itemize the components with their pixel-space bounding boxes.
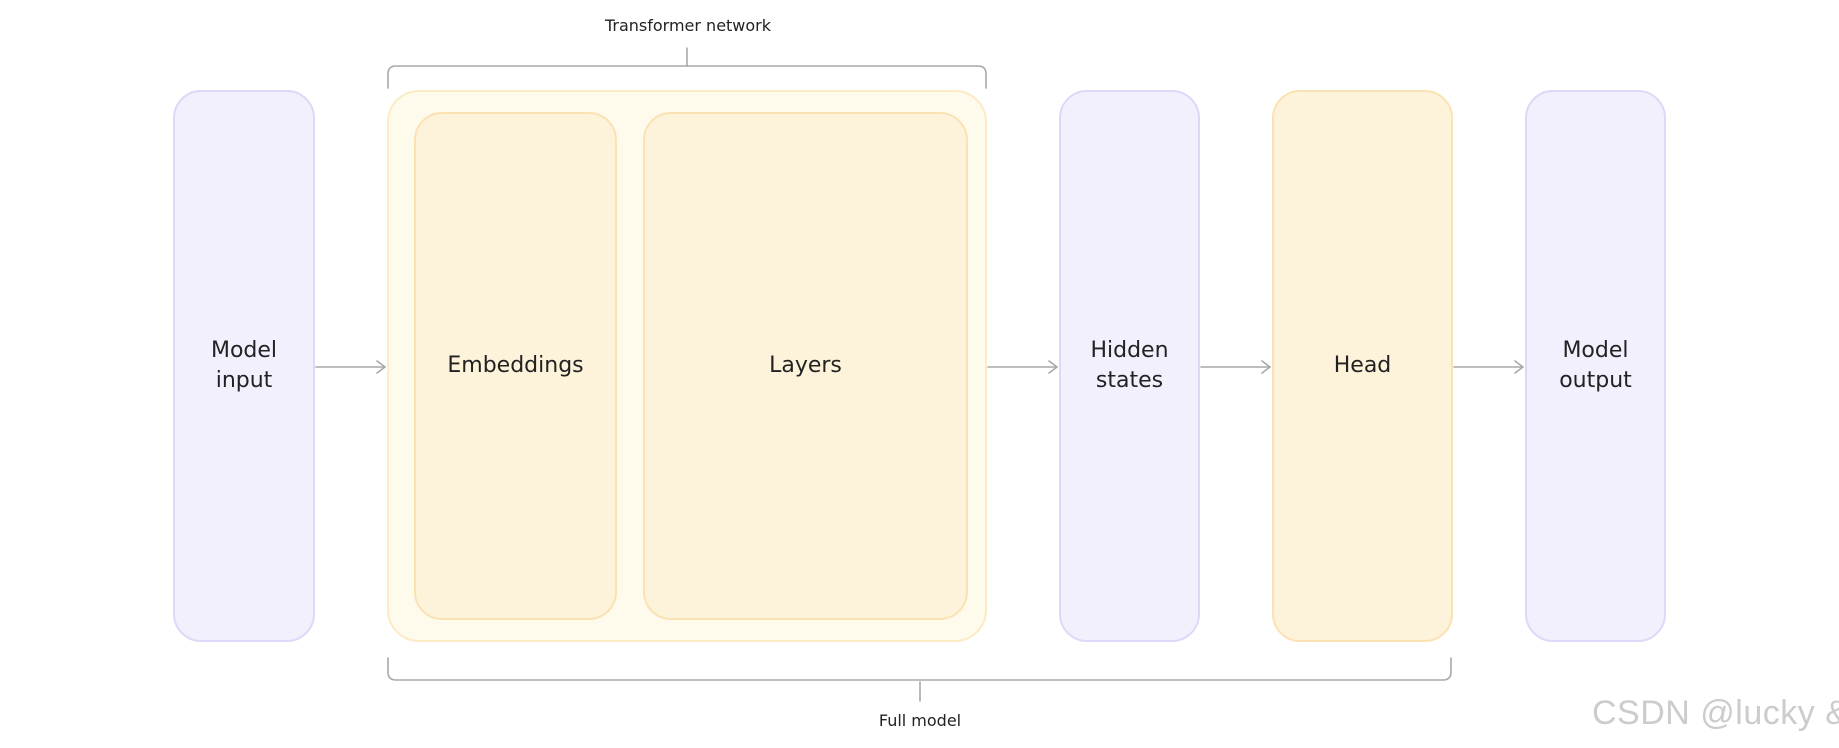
arrow-input-to-transformer-head [376,360,386,374]
hidden-states-box: Hidden states [1059,90,1200,642]
arrow-head-to-output-head [1514,360,1524,374]
embeddings-box: Embeddings [414,112,617,620]
head-label: Head [1333,353,1392,378]
layers-label: Layers [769,353,842,378]
embeddings-label: Embeddings [447,353,584,378]
full-model-label: Full model [878,711,962,730]
arrow-hidden-to-head-head [1261,360,1271,374]
model-input-box: Model input [173,90,315,642]
arrow-transformer-to-hidden-head [1048,360,1058,374]
model-output-box: Model output [1525,90,1666,642]
transformer-network-label: Transformer network [604,16,772,35]
layers-box: Layers [643,112,968,620]
model-output-label: Model output [1559,338,1632,393]
watermark-text: CSDN @lucky & [1592,694,1839,732]
head-box: Head [1272,90,1453,642]
model-input-label: Model input [210,338,278,393]
transformer-network-bracket [387,65,987,89]
hidden-states-label: Hidden states [1090,338,1169,393]
full-model-bracket [387,657,1452,681]
